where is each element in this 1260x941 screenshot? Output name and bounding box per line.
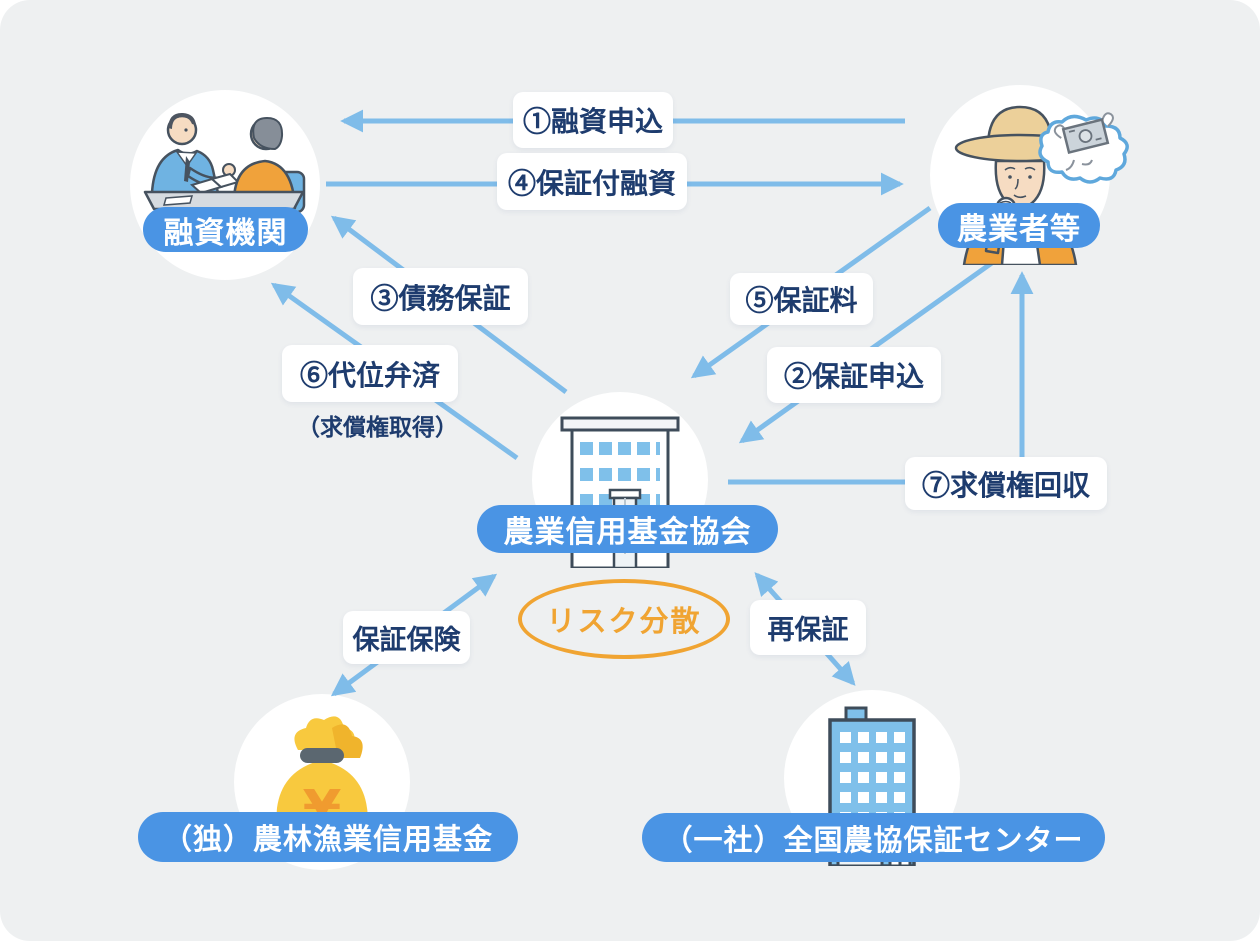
flow-label-guarantee-application: ②保証申込 bbox=[767, 347, 941, 403]
node-loan-institution: 融資機関 bbox=[143, 207, 308, 252]
risk-distribution-badge: リスク分散 bbox=[518, 579, 730, 659]
flow-label-subrogation: ⑥代位弁済 bbox=[282, 345, 458, 402]
node-association: 農業信用基金協会 bbox=[477, 505, 778, 553]
flow-label-guaranteed-loan: ④保証付融資 bbox=[497, 153, 687, 210]
money-thought-bubble-icon bbox=[1038, 112, 1129, 184]
flow-label-reimbursement-collection: ⑦求償権回収 bbox=[905, 457, 1107, 510]
flow-label-re-guarantee: 再保証 bbox=[750, 600, 866, 655]
node-fund: （独）農林漁業信用基金 bbox=[138, 812, 518, 862]
bank-meeting-illustration bbox=[143, 112, 306, 214]
node-farmer: 農業者等 bbox=[938, 203, 1100, 248]
node-guarantee-center: （一社）全国農協保証センター bbox=[642, 813, 1105, 862]
flow-note-subrogation: （求償権取得） bbox=[297, 414, 458, 440]
flow-label-guarantee-insurance: 保証保険 bbox=[343, 611, 470, 664]
flow-label-guarantee-fee: ⑤保証料 bbox=[730, 273, 873, 325]
flow-label-loan-application: ①融資申込 bbox=[513, 92, 673, 148]
flow-label-debt-guarantee: ③債務保証 bbox=[353, 268, 528, 325]
